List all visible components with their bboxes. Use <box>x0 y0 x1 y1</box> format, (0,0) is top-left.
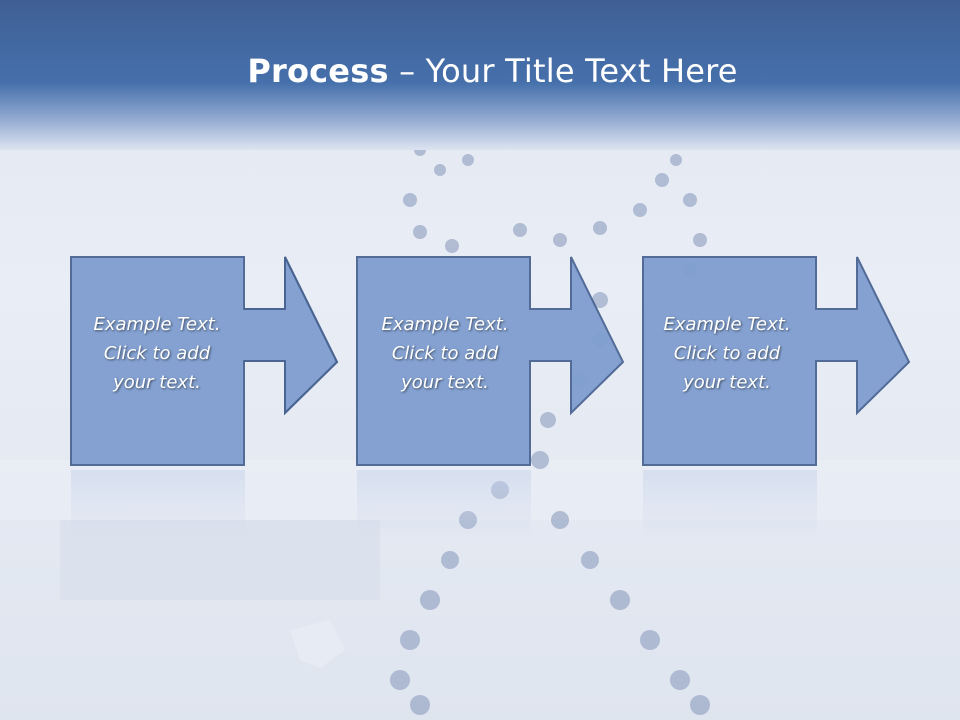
title-rest: – Your Title Text Here <box>388 52 738 90</box>
step-1-reflection <box>71 470 245 540</box>
title-banner <box>0 0 960 150</box>
step-2-text[interactable]: Example Text. Click to add your text. <box>381 314 509 393</box>
step-3-reflection <box>643 470 817 540</box>
process-step-3[interactable]: Example Text. Click to add your text. <box>642 256 924 468</box>
slide-title: Process – Your Title Text Here <box>0 52 960 90</box>
step-1-text[interactable]: Example Text. Click to add your text. <box>93 314 221 393</box>
process-step-1[interactable]: Example Text. Click to add your text. <box>70 256 352 468</box>
step-arrow-shape <box>356 256 625 466</box>
step-2-reflection <box>357 470 531 540</box>
title-bold: Process <box>247 52 389 90</box>
step-arrow-shape <box>642 256 911 466</box>
process-step-2[interactable]: Example Text. Click to add your text. <box>356 256 638 468</box>
step-3-text[interactable]: Example Text. Click to add your text. <box>663 314 791 393</box>
step-arrow-shape <box>70 256 339 466</box>
